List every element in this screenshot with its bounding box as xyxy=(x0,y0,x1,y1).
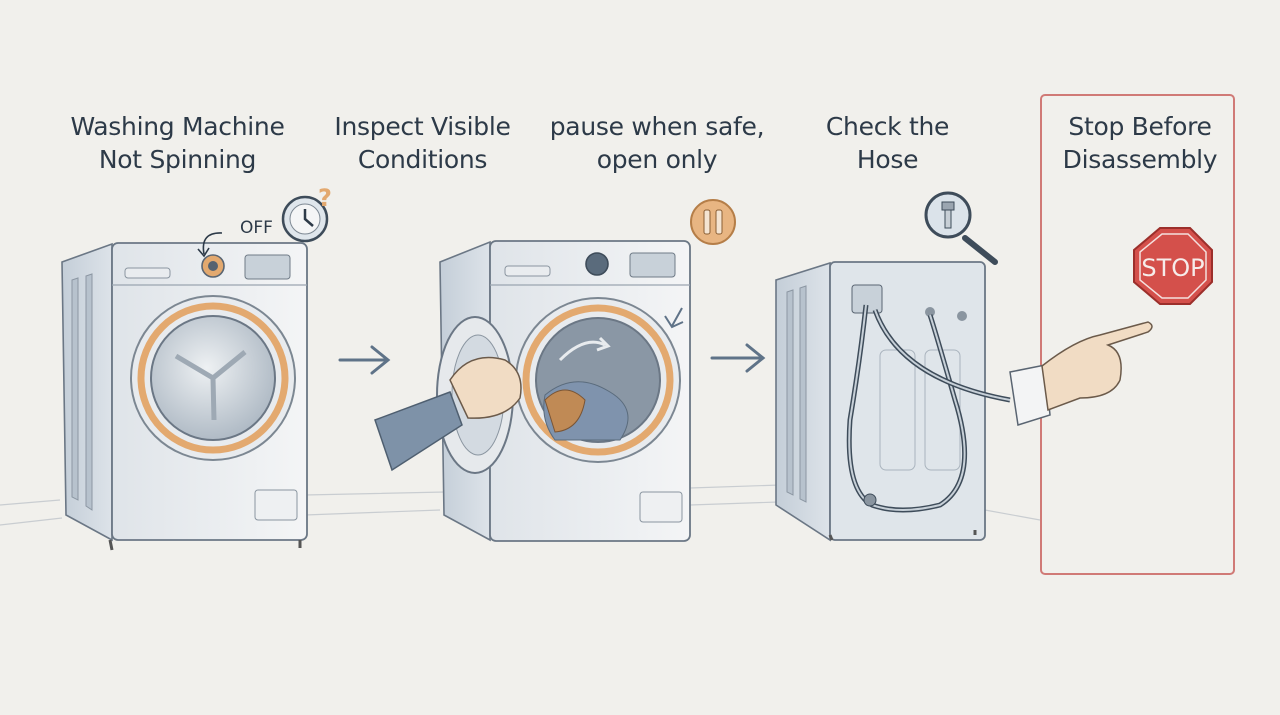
step-5-title: Stop Before Disassembly xyxy=(1045,110,1235,176)
arrow-right-icon xyxy=(338,345,391,375)
step-1-title-line-1: Washing Machine xyxy=(70,112,285,141)
step-1-title-line-2: Not Spinning xyxy=(98,145,257,174)
step-4-title-line-2: Hose xyxy=(856,145,919,174)
arrow-right-icon-2 xyxy=(710,343,766,373)
step-2-title: Inspect Visible Conditions xyxy=(300,110,545,176)
pause-icon xyxy=(690,199,736,245)
stop-sign-icon xyxy=(1133,227,1213,305)
step-5-title-line-1: Stop Before xyxy=(1068,112,1212,141)
washing-machine-back xyxy=(775,261,1011,542)
floor-lines xyxy=(0,484,1041,526)
step-3-title-line-2: open only xyxy=(596,145,718,174)
step-1-title: Washing Machine Not Spinning xyxy=(40,110,315,176)
washing-machine-1 xyxy=(61,242,308,551)
off-label: OFF xyxy=(240,218,273,238)
magnifier-bolt-icon xyxy=(924,191,998,265)
off-arrow-icon xyxy=(202,232,223,255)
pointing-hand xyxy=(1009,321,1153,426)
step-4-title: Check the Hose xyxy=(770,110,1005,176)
step-3-title-line-1: pause when safe, xyxy=(549,112,765,141)
stop-panel-frame xyxy=(1040,94,1235,575)
step-3-title: pause when safe, open only xyxy=(528,110,786,176)
step-4-title-line-1: Check the xyxy=(825,112,950,141)
step-2-title-line-2: Conditions xyxy=(357,145,488,174)
stop-sign-text: STOP xyxy=(1141,254,1204,282)
clock-question-icon xyxy=(281,195,329,243)
step-5-title-line-2: Disassembly xyxy=(1062,145,1218,174)
hand-opening-door xyxy=(374,356,522,472)
small-arrow-icon xyxy=(664,307,684,329)
step-2-title-line-1: Inspect Visible xyxy=(334,112,511,141)
question-mark: ? xyxy=(318,184,332,212)
